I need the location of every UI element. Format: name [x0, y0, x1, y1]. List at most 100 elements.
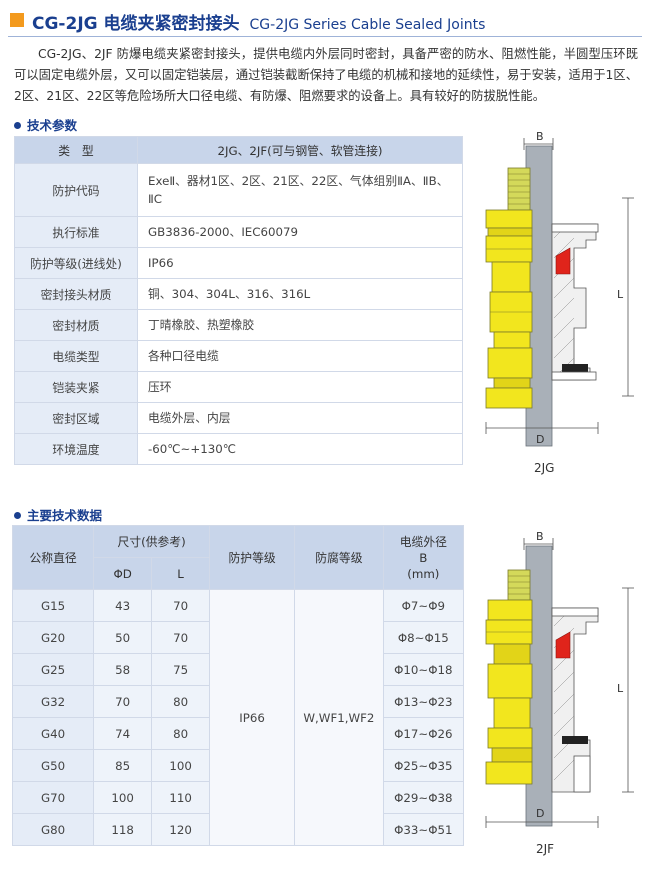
header-cable-od-b: B — [419, 550, 428, 565]
header-d: ΦD — [93, 557, 153, 590]
table-row: G40 74 80 Φ17~Φ26 — [11, 717, 465, 750]
tech-data-table: 公称直径 尺寸(供参考) 防护等级 防腐等级 电缆外径 B (mm) ΦD L … — [11, 525, 465, 846]
cell-b: Φ10~Φ18 — [382, 653, 465, 686]
cell-l: 100 — [151, 749, 211, 782]
cell-d: 50 — [93, 621, 153, 654]
cell-b: Φ33~Φ51 — [382, 813, 465, 846]
dim-l-label: L — [617, 288, 624, 301]
cell-size: G50 — [11, 749, 95, 782]
table-row: 密封材质 丁晴橡胶、热塑橡胶 — [14, 309, 463, 341]
header-cable-od: 电缆外径 B (mm) — [382, 525, 465, 590]
spec-value: IP66 — [137, 247, 463, 279]
figure-caption-2jf: 2JF — [536, 842, 555, 856]
cell-b: Φ8~Φ15 — [382, 621, 465, 654]
cell-protection: IP66 — [209, 589, 296, 846]
cell-b: Φ7~Φ9 — [382, 589, 465, 622]
spec-section-title: 技术参数 — [14, 115, 77, 134]
spec-section-title-text: 技术参数 — [27, 118, 78, 133]
cell-l: 70 — [151, 621, 211, 654]
spec-value: 丁晴橡胶、热塑橡胶 — [137, 309, 463, 341]
cell-d: 43 — [93, 589, 153, 622]
spec-value: -60℃~+130℃ — [137, 433, 463, 465]
bullet-icon — [14, 512, 21, 519]
spec-header-value: 2JG、2JF(可与钢管、软管连接) — [137, 136, 463, 164]
figure-caption-2jg: 2JG — [534, 461, 555, 475]
cell-size: G70 — [11, 781, 95, 814]
cell-d: 85 — [93, 749, 153, 782]
spec-label: 执行标准 — [14, 216, 138, 248]
cell-d: 118 — [93, 813, 153, 846]
header-cable-od-title: 电缆外径 — [399, 534, 447, 549]
spec-label: 防护等级(进线处) — [14, 247, 138, 279]
cell-l: 75 — [151, 653, 211, 686]
spec-value: ExeⅡ、器材1区、2区、21区、22区、气体组别ⅡA、ⅡB、ⅡC — [137, 163, 463, 217]
cell-size: G15 — [11, 589, 95, 622]
header-accent-square — [10, 13, 24, 27]
spec-label: 密封区域 — [14, 402, 138, 434]
intro-paragraph: CG-2JG、2JF 防爆电缆夹紧密封接头，提供电缆内外层同时密封，具备严密的防… — [14, 47, 638, 103]
figure-2jg: B L D 2JG — [478, 128, 643, 478]
table-row: 电缆类型 各种口径电缆 — [14, 340, 463, 372]
cable-joint-2jg-drawing — [485, 138, 634, 447]
cell-corrosion: W,WF1,WF2 — [294, 589, 384, 846]
header-corrosion: 防腐等级 — [294, 525, 384, 590]
table-row: 防护等级(进线处) IP66 — [14, 247, 463, 279]
page-title-cn: CG-2JG 电缆夹紧密封接头 — [32, 14, 240, 34]
cell-d: 58 — [93, 653, 153, 686]
cell-l: 70 — [151, 589, 211, 622]
table-row: 环境温度 -60℃~+130℃ — [14, 433, 463, 465]
spec-label: 防护代码 — [14, 163, 138, 217]
tech-section-title: 主要技术数据 — [14, 505, 102, 524]
spec-label: 电缆类型 — [14, 340, 138, 372]
dim-d-label: D — [536, 433, 545, 446]
spec-value: 各种口径电缆 — [137, 340, 463, 372]
header-nominal: 公称直径 — [11, 525, 95, 590]
tech-subheader-row: ΦD L — [13, 557, 464, 590]
table-row: G15 43 70 IP66 W,WF1,WF2 Φ7~Φ9 — [11, 589, 465, 846]
table-row: G80 118 120 Φ33~Φ51 — [11, 813, 465, 846]
cell-l: 120 — [151, 813, 211, 846]
tech-section-title-text: 主要技术数据 — [27, 508, 103, 523]
table-row: 密封接头材质 铜、304、304L、316、316L — [14, 278, 463, 310]
table-row: G20 50 70 Φ8~Φ15 — [11, 621, 465, 654]
cell-size: G40 — [11, 717, 95, 750]
spec-value: 电缆外层、内层 — [137, 402, 463, 434]
table-row: 防护代码 ExeⅡ、器材1区、2区、21区、22区、气体组别ⅡA、ⅡB、ⅡC — [14, 163, 463, 217]
header-size: 尺寸(供参考) — [93, 525, 211, 558]
spec-value: 铜、304、304L、316、316L — [137, 278, 463, 310]
spec-header-label: 类 型 — [14, 136, 138, 164]
table-row: G50 85 100 Φ25~Φ35 — [11, 749, 465, 782]
cell-b: Φ25~Φ35 — [382, 749, 465, 782]
cell-d: 74 — [93, 717, 153, 750]
cell-size: G32 — [11, 685, 95, 718]
header-divider — [8, 36, 642, 37]
cell-b: Φ17~Φ26 — [382, 717, 465, 750]
spec-table: 类 型 2JG、2JF(可与钢管、软管连接) 防护代码 ExeⅡ、器材1区、2区… — [14, 136, 463, 465]
cell-d: 70 — [93, 685, 153, 718]
tech-header-row: 公称直径 尺寸(供参考) 防护等级 防腐等级 电缆外径 B (mm) — [11, 525, 465, 590]
cell-l: 80 — [151, 685, 211, 718]
page-title: CG-2JG 电缆夹紧密封接头 CG-2JG Series Cable Seale… — [32, 9, 485, 34]
spec-table-header: 类 型 2JG、2JF(可与钢管、软管连接) — [14, 136, 463, 164]
figure-2jf: B L D 2JF — [478, 530, 643, 875]
cell-d: 100 — [93, 781, 153, 814]
dim-b-label: B — [536, 530, 544, 543]
cell-b: Φ13~Φ23 — [382, 685, 465, 718]
cell-size: G20 — [11, 621, 95, 654]
spec-value: 压环 — [137, 371, 463, 403]
cable-joint-2jf-drawing — [485, 538, 634, 828]
page-title-en: CG-2JG Series Cable Sealed Joints — [249, 17, 486, 33]
cell-l: 80 — [151, 717, 211, 750]
header-l: L — [151, 557, 211, 590]
cell-b: Φ29~Φ38 — [382, 781, 465, 814]
spec-label: 密封接头材质 — [14, 278, 138, 310]
spec-label: 铠装夹紧 — [14, 371, 138, 403]
page-header: CG-2JG 电缆夹紧密封接头 CG-2JG Series Cable Seale… — [8, 6, 642, 37]
dim-b-label: B — [536, 130, 544, 143]
dim-l-label: L — [617, 682, 624, 695]
cell-l: 110 — [151, 781, 211, 814]
spec-label: 环境温度 — [14, 433, 138, 465]
dim-d-label: D — [536, 807, 545, 820]
spec-label: 密封材质 — [14, 309, 138, 341]
cell-size: G80 — [11, 813, 95, 846]
